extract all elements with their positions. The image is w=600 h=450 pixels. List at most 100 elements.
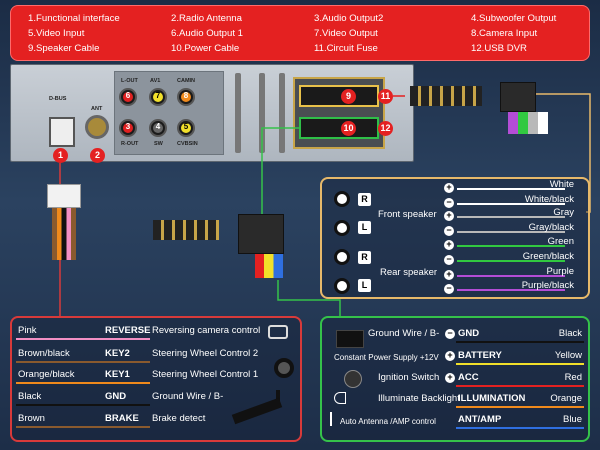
control-wire-color: Orange/black [18,369,75,380]
harness-wires [52,208,76,260]
ground-icon [276,390,280,404]
power-wire-code: ANT/AMP [458,414,502,425]
control-wire-function: Brake detect [152,413,206,424]
speaker-wire-line [457,188,565,190]
polarity-sign: + [444,270,454,280]
cvbsin-label: CVBSIN [177,141,198,147]
power-wire-line [456,406,584,408]
legend-item: 7.Video Output [314,28,378,39]
badge-12: 12 [378,121,393,136]
brake-pedal-icon [231,397,283,425]
polarity-sign: + [444,183,454,193]
speaker-icon [334,278,350,294]
control-wire-color: Brown [18,413,45,424]
polarity-sign: − [444,255,454,265]
control-wire-function: Ground Wire / B- [152,391,224,402]
control-wire-color: Pink [18,325,37,336]
control-wire-code: REVERSE [105,325,151,336]
power-wire-code: ILLUMINATION [458,393,526,404]
rca-number: 5 [183,122,189,131]
speaker-wire-line [457,216,565,218]
polarity-sign: − [444,284,454,294]
speaker-icon [334,191,350,207]
control-wire-line [16,382,150,384]
power-harness [153,220,219,240]
wire-color-label: White [549,179,574,190]
steering-wheel-icon [274,358,294,378]
legend-item: 4.Subwoofer Output [471,13,557,24]
control-wire-function: Reversing camera control [152,325,261,336]
legend-item: 5.Video Input [28,28,85,39]
power-wire-line [456,363,584,365]
polarity-sign: + [444,240,454,250]
ignition-key-icon [344,370,362,388]
power-wire-code: GND [458,328,480,339]
power-function-label: Auto Antenna /AMP control [340,417,436,426]
legend-item: 9.Speaker Cable [28,43,100,54]
rca-jack-8: 8 [177,88,195,106]
wire-color-label: Gray [553,207,574,218]
power-function-label: Illuminate Backlight [378,393,460,404]
rca-jack-4: 4 [149,119,167,137]
speaker-side-badge: L [358,221,371,234]
slot-divider [279,73,285,153]
slot-divider [259,73,265,153]
speaker-wire-ends [508,112,548,134]
antenna-icon [330,412,332,426]
speaker-wire-line [457,289,565,291]
polarity-sign: − [444,226,454,236]
power-function-label: Ground Wire / B- [368,328,440,339]
dbus-label: D-BUS [49,96,67,102]
polarity-sign: − [445,329,455,339]
power-function-label: Constant Power Supply +12V [334,353,439,362]
backlight-icon [334,392,346,404]
power-wire-code: ACC [458,372,479,383]
legend-item: 10.Power Cable [171,43,240,54]
antenna-port [85,115,109,139]
lout-label: L-OUT [121,78,138,84]
legend-item: 8.Camera Input [471,28,538,39]
sw-label: SW [154,141,163,147]
power-wire-line [456,341,584,343]
control-wire-function: Steering Wheel Control 1 [152,369,259,380]
speaker-wire-line [457,260,565,262]
polarity-sign: + [445,351,455,361]
control-wire-line [16,338,150,340]
speaker-wire-line [457,245,565,247]
power-wire-color: Red [564,372,582,383]
power-wire-color: Yellow [554,350,582,361]
wire-color-label: White/black [524,194,574,205]
head-unit-rear: D-BUS ANT L-OUT AV1 CAMIN R-OUT SW CVBSI… [10,64,414,162]
control-wire-code: GND [105,391,127,402]
wire-color-label: Gray/black [528,222,574,233]
rca-number: 4 [155,122,161,131]
control-wire-line [16,404,150,406]
ant-label: ANT [91,106,103,112]
power-wire-ends [255,254,283,278]
power-wire-line [456,427,584,429]
badge-1: 1 [53,148,68,163]
power-wire-color: Orange [550,393,582,404]
speaker-wire-line [457,275,565,277]
power-function-label: Ignition Switch [378,372,440,383]
speaker-icon [334,220,350,236]
legend-item: 11.Circuit Fuse [314,43,378,54]
dbus-port [49,117,75,147]
polarity-sign: + [445,373,455,383]
rca-jack-6: 6 [119,88,137,106]
control-wire-line [16,361,150,363]
wire-color-label: Green/black [522,251,574,262]
rear-speaker-label: Rear speaker [380,267,438,278]
control-wire-code: BRAKE [105,413,139,424]
power-wire-color: Blue [562,414,582,425]
legend-item: 3.Audio Output2 [314,13,384,24]
rca-number: 3 [125,122,131,131]
av1-label: AV1 [150,78,161,84]
speaker-harness [410,86,482,106]
speaker-wire-line [457,203,565,205]
legend-item: 6.Audio Output 1 [171,28,244,39]
badge-9: 9 [341,89,356,104]
wire-color-label: Purple/black [521,280,574,291]
